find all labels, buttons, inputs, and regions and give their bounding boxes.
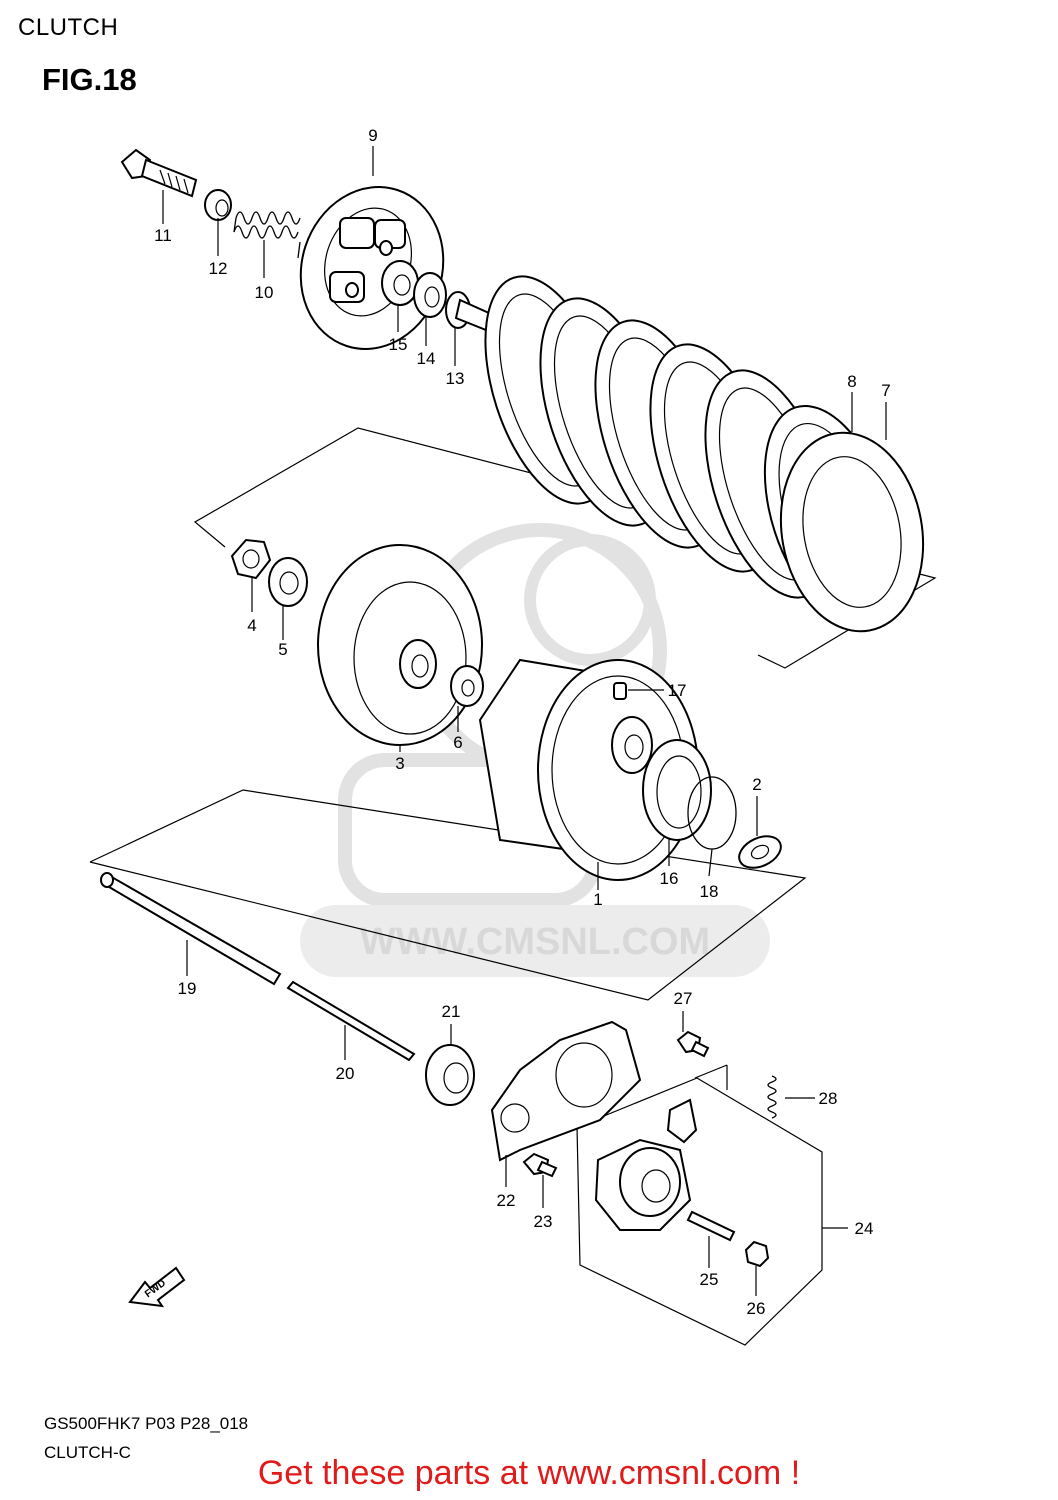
part-2-washer: [738, 835, 782, 869]
callout-14: 14: [417, 349, 436, 368]
callout-18: 18: [700, 882, 719, 901]
part-3-clutch-hub: [317, 544, 483, 746]
part-28-spring: [767, 1075, 777, 1119]
watermark: WWW.CMSNL.COM: [300, 523, 770, 977]
part-4-nut: [230, 538, 272, 580]
callout-17: 17: [668, 681, 687, 700]
promo-link[interactable]: Get these parts at www.cmsnl.com !: [257, 1454, 801, 1492]
callout-9: 9: [368, 126, 377, 145]
part-15-bearing: [381, 260, 419, 306]
fwd-arrow-icon: FWD: [128, 1266, 186, 1308]
callout-15: 15: [389, 335, 408, 354]
part-10-spring: [233, 211, 301, 259]
callout-5: 5: [278, 640, 287, 659]
part-23-bolt: [522, 1152, 558, 1178]
callout-20: 20: [336, 1064, 355, 1083]
part-21-oil-seal: [425, 1044, 475, 1106]
callout-26: 26: [747, 1299, 766, 1318]
part-24-release-assembly: [594, 1098, 698, 1231]
part-12-collar: [204, 189, 232, 221]
callout-19: 19: [178, 979, 197, 998]
part-20-push-rod: [286, 980, 416, 1062]
callout-23: 23: [534, 1212, 553, 1231]
callout-28: 28: [819, 1089, 838, 1108]
leader-lines: [162, 146, 887, 1296]
part-17-pin: [613, 682, 627, 700]
callout-22: 22: [497, 1191, 516, 1210]
callout-1: 1: [593, 890, 602, 909]
part-6-washer: [450, 665, 484, 707]
callout-21: 21: [442, 1002, 461, 1021]
section-title: CLUTCH: [18, 14, 119, 41]
diagram-code: CLUTCH-C: [44, 1443, 131, 1462]
part-22-gasket: [490, 1020, 642, 1162]
part-11-bolt: [120, 148, 198, 198]
figure-title: FIG.18: [42, 62, 137, 97]
part-14-bearing: [413, 272, 447, 318]
model-code: GS500FHK7 P03 P28_018: [44, 1414, 249, 1433]
callout-11: 11: [154, 226, 172, 245]
part-16-spacer: [642, 739, 712, 841]
callout-7: 7: [881, 381, 890, 400]
callout-24: 24: [855, 1219, 874, 1238]
part-19-push-rod: [100, 872, 282, 986]
callout-8: 8: [847, 372, 856, 391]
clutch-plate-stack: [484, 275, 925, 633]
callout-27: 27: [674, 989, 693, 1008]
callout-16: 16: [660, 869, 679, 888]
callout-10: 10: [255, 283, 274, 302]
callout-2: 2: [752, 775, 761, 794]
part-27-bolt: [676, 1030, 710, 1058]
part-5-washer: [268, 557, 308, 607]
callout-25: 25: [700, 1270, 719, 1289]
callout-3: 3: [395, 754, 404, 773]
part-25-stud: [686, 1210, 736, 1242]
callout-12: 12: [209, 259, 228, 278]
part-26-nut: [744, 1240, 770, 1268]
part-9-pressure-plate: [299, 186, 445, 350]
callout-6: 6: [453, 733, 462, 752]
watermark-text: WWW.CMSNL.COM: [360, 921, 710, 963]
callout-4: 4: [247, 616, 256, 635]
callout-13: 13: [446, 369, 465, 388]
callouts: 9 11 12 10 15 14 13 8 7 4 5 6 3 17 2 16 …: [154, 126, 891, 1318]
